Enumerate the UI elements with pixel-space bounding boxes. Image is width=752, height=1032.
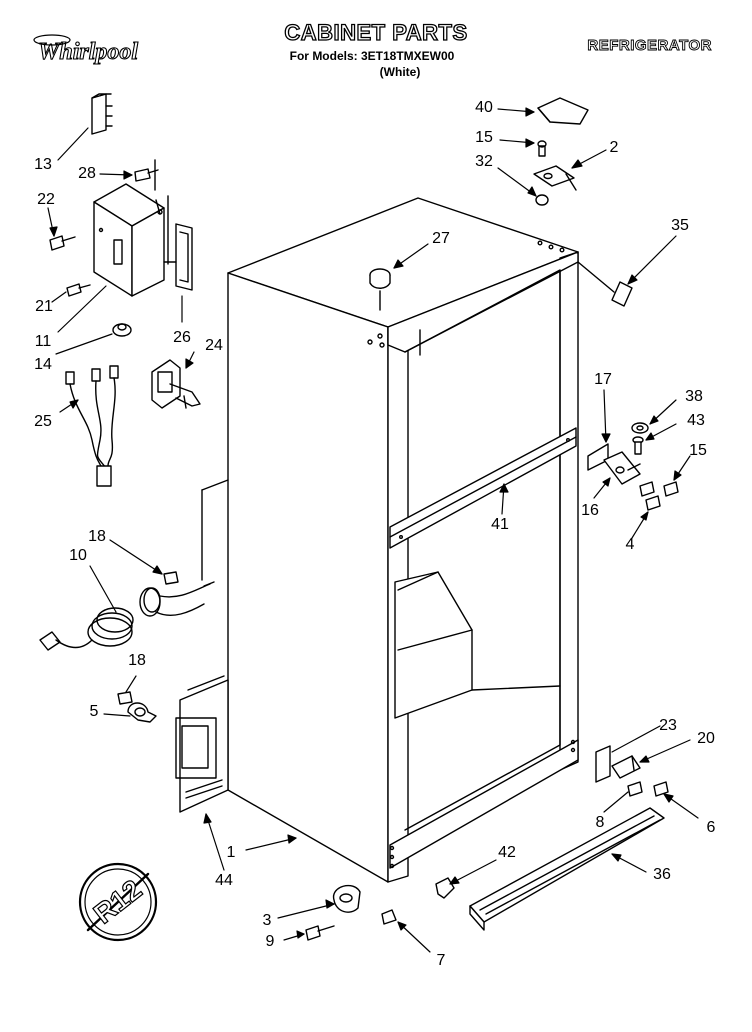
callout-26: 26 (173, 329, 191, 346)
callout-17: 17 (594, 371, 612, 388)
callout-18: 18 (88, 528, 106, 545)
logo-swoosh (33, 34, 71, 46)
callout-32: 32 (475, 153, 493, 170)
part-13-relay (91, 93, 113, 135)
part-36-base-grille (469, 807, 665, 931)
leader-lines (47, 107, 699, 953)
callout-27: 27 (432, 230, 450, 247)
part-20-bottom-hinge (611, 755, 641, 779)
callout-23: 23 (659, 717, 677, 734)
callout-42: 42 (498, 844, 516, 861)
part-11-control-box (93, 183, 165, 297)
part-38-washer (631, 422, 649, 434)
callout-35: 35 (671, 217, 689, 234)
part-25-harness (65, 365, 119, 487)
whirlpool-logo: Whirlpool (37, 39, 139, 65)
callout-16: 16 (581, 502, 599, 519)
callout-40: 40 (475, 99, 493, 116)
callout-28: 28 (78, 165, 96, 182)
cabinet-body (227, 197, 579, 883)
screws-upper-left (49, 159, 159, 297)
callout-36: 36 (653, 866, 671, 883)
hinge-axis-35 (577, 261, 615, 293)
part-15-hinge-screw (537, 140, 547, 157)
rear-bracket-44 (175, 675, 229, 813)
callout-20: 20 (697, 730, 715, 747)
part-10-power-cord (39, 479, 229, 651)
part-26-bracket (163, 195, 193, 291)
part-3-roller (333, 884, 361, 913)
screws-15-4 (639, 481, 679, 511)
screws-8-6 (627, 781, 669, 797)
callout-38: 38 (685, 388, 703, 405)
part-24-knob (151, 359, 201, 409)
page-title: CABINET PARTS (284, 20, 468, 45)
part-35-cap (611, 281, 633, 307)
callout-8: 8 (595, 814, 605, 831)
callout-25: 25 (34, 413, 52, 430)
callout-6: 6 (706, 819, 716, 836)
callout-2: 2 (609, 139, 619, 156)
callout-4: 4 (625, 536, 635, 553)
callout-5: 5 (89, 703, 99, 720)
part-16-center-hinge (603, 451, 641, 485)
callout-18-b: 18 (128, 652, 146, 669)
callout-7: 7 (436, 952, 446, 969)
part-17-center-hinge-plate (587, 443, 609, 471)
part-27-plug (369, 268, 391, 311)
part-2-top-hinge (533, 165, 577, 191)
part-42-clip (435, 877, 455, 899)
part-5-clamp (127, 702, 157, 723)
part-40-hinge-cover (537, 97, 589, 125)
screws-18 (117, 571, 179, 705)
callout-44: 44 (215, 872, 233, 889)
category-label: REFRIGERATOR (587, 37, 712, 54)
models-line: For Models: 3ET18TMXEW00 (289, 49, 455, 63)
callout-14: 14 (34, 356, 52, 373)
part-7-screw (381, 909, 397, 925)
callout-24: 24 (205, 337, 223, 354)
part-43-pin (632, 436, 644, 455)
callout-11: 11 (34, 333, 52, 350)
callout-13: 13 (34, 156, 52, 173)
callout-15-b: 15 (689, 442, 707, 459)
color-line: (White) (379, 65, 421, 79)
r12-badge (78, 862, 158, 942)
callout-15: 15 (475, 129, 493, 146)
callout-22: 22 (37, 191, 55, 208)
callout-10: 10 (69, 547, 87, 564)
part-14-grommet (112, 323, 132, 337)
callout-21: 21 (35, 298, 53, 315)
part-23-plate (595, 745, 611, 783)
callout-41: 41 (491, 516, 509, 533)
callout-3: 3 (262, 912, 272, 929)
part-32-shim (535, 194, 549, 206)
divider-rail (389, 427, 577, 549)
callout-9: 9 (265, 933, 275, 950)
callout-1: 1 (226, 844, 236, 861)
part-9-screw (305, 925, 335, 941)
callout-43: 43 (687, 412, 705, 429)
